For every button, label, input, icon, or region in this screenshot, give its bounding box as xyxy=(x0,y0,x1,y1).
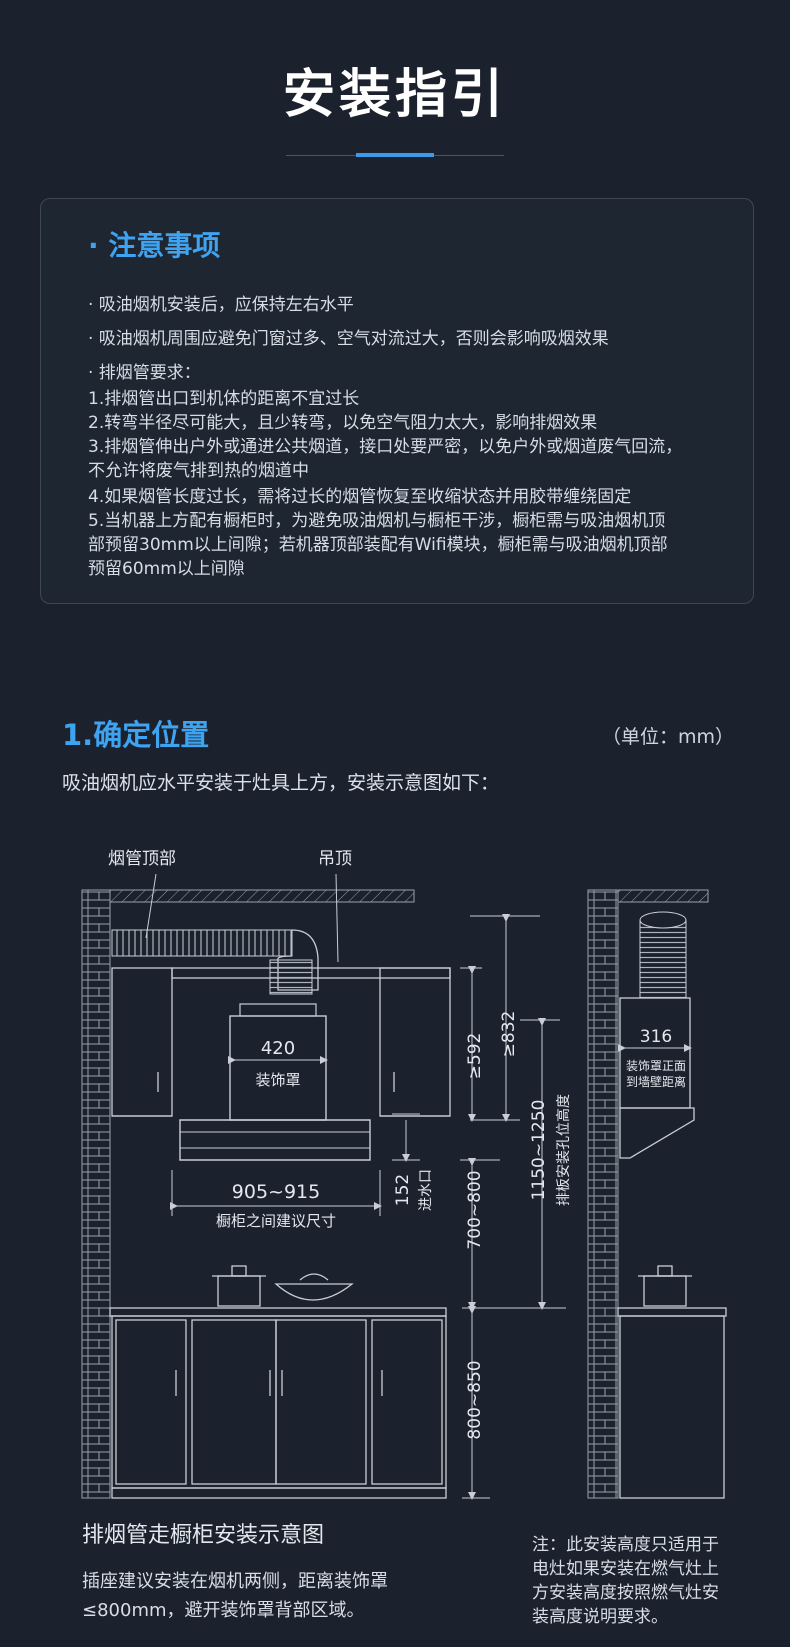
caption-line-1: 插座建议安装在烟机两侧，距离装饰罩 xyxy=(82,1571,388,1592)
section-title: 1.确定位置 xyxy=(62,718,210,752)
right-base xyxy=(617,1265,727,1499)
hood-body xyxy=(179,1119,371,1161)
label-cover: 装饰罩 xyxy=(255,1071,300,1089)
caption-line-2: ≤800mm，避开装饰罩背部区域。 xyxy=(82,1600,365,1621)
left-wall xyxy=(81,889,111,1499)
unit-label: （单位：mm） xyxy=(601,726,734,748)
notice-item: · 吸油烟机周围应避免门窗过多、空气对流过大，否则会影响吸烟效果 xyxy=(88,329,609,349)
label-ceiling: 吊顶 xyxy=(318,849,352,869)
label-cover-front-2: 到墙壁距离 xyxy=(626,1074,686,1089)
right-wall xyxy=(587,889,619,1499)
dim-800: 800~850 xyxy=(465,1360,485,1439)
notice-item: 4.如果烟管长度过长，需将过长的烟管恢复至收缩状态并用胶带缠绕固定 xyxy=(88,487,632,507)
note-line: 电灶如果安装在燃气灶上 xyxy=(532,1559,719,1579)
dim-592: ≥592 xyxy=(465,1033,485,1080)
page-title: 安装指引 xyxy=(282,65,507,125)
notice-item: 预留60mm以上间隙 xyxy=(88,559,245,579)
caption-title: 排烟管走橱柜安装示意图 xyxy=(82,1523,325,1548)
dim-700: 700~800 xyxy=(465,1170,485,1249)
cookware xyxy=(212,1265,354,1307)
label-cover-front-1: 装饰罩正面 xyxy=(626,1059,686,1073)
right-ceiling xyxy=(617,889,709,903)
note-line: 装高度说明要求。 xyxy=(532,1607,668,1627)
notice-item: · 吸油烟机安装后，应保持左右水平 xyxy=(88,295,354,315)
notice-item: 3.排烟管伸出户外或通进公共烟道，接口处要严密，以免户外或烟道废气回流， xyxy=(88,437,683,457)
label-duct-top: 烟管顶部 xyxy=(108,849,176,869)
label-inlet: 进水口 xyxy=(418,1169,434,1211)
notice-heading: · 注意事项 xyxy=(88,229,221,262)
upper-cabinets xyxy=(111,967,451,1117)
dim-420: 420 xyxy=(261,1038,295,1059)
right-duct xyxy=(639,919,687,999)
section-intro: 吸油烟机应水平安装于灶具上方，安装示意图如下： xyxy=(62,772,500,794)
dim-1150: 1150~1250 xyxy=(529,1100,549,1201)
notice-item: 1.排烟管出口到机体的距离不宜过长 xyxy=(88,389,360,409)
dim-905: 905~915 xyxy=(232,1181,320,1203)
label-exhaust-hole: 排板安装孔位高度 xyxy=(555,1094,572,1206)
installation-diagram: 420 装饰罩 烟管顶部 吊顶 ≥592 ≥832 700~800 1150~1… xyxy=(81,849,727,1500)
horizontal-duct xyxy=(111,929,293,957)
base-cabinets xyxy=(109,1307,447,1499)
hood-cover xyxy=(229,1015,327,1121)
ceiling-slab xyxy=(109,889,415,903)
dim-152: 152 xyxy=(393,1174,413,1206)
vertical-duct xyxy=(269,959,313,995)
note-line: 方安装高度按照燃气灶安 xyxy=(532,1583,719,1603)
dim-316: 316 xyxy=(640,1027,672,1047)
title-accent-bar xyxy=(356,153,434,157)
dim-832: ≥832 xyxy=(499,1011,519,1058)
notice-item: · 排烟管要求： xyxy=(88,363,201,383)
label-cabinet-gap: 橱柜之间建议尺寸 xyxy=(216,1212,336,1230)
notice-item: 不允许将废气排到热的烟道中 xyxy=(88,461,309,481)
note-line: 注：此安装高度只适用于 xyxy=(532,1535,719,1555)
notice-panel xyxy=(40,198,754,604)
notice-item: 部预留30mm以上间隙；若机器顶部装配有Wifi模块，橱柜需与吸油烟机顶部 xyxy=(88,535,668,555)
notice-item: 5.当机器上方配有橱柜时，为避免吸油烟机与橱柜干涉，橱柜需与吸油烟机顶 xyxy=(88,511,666,531)
right-hood xyxy=(619,997,695,1159)
notice-item: 2.转弯半径尽可能大，且少转弯，以免空气阻力太大，影响排烟效果 xyxy=(88,413,598,433)
